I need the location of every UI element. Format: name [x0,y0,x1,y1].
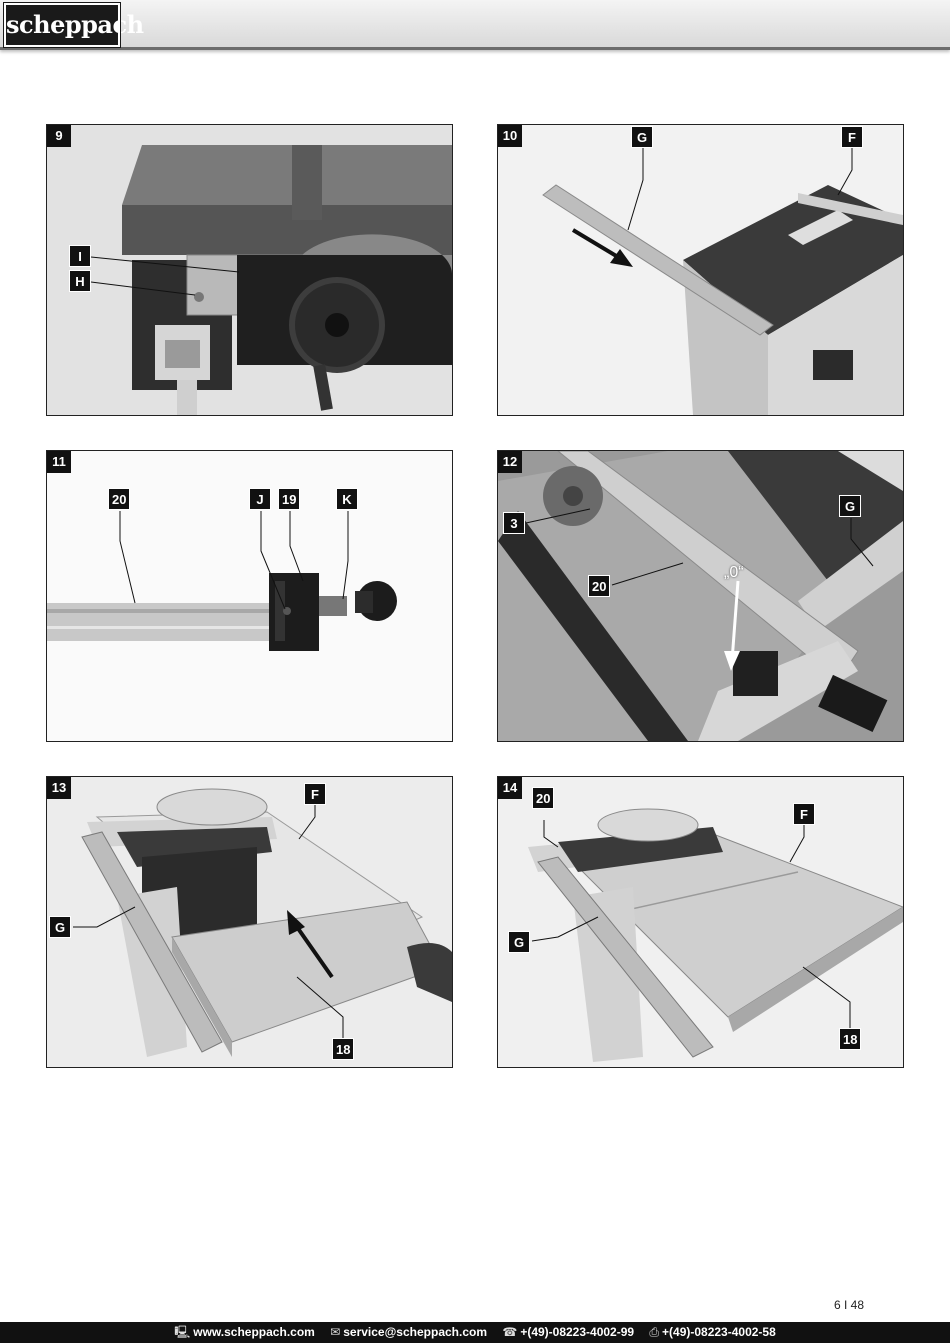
callout-label: G [631,126,653,148]
mail-icon: ✉ [330,1325,341,1339]
figure-number: 10 [498,125,522,147]
footer-fax: ⎙+(49)-08223-4002-58 [649,1325,775,1339]
page-number: 6 I 48 [833,1298,864,1312]
phone-icon: ☎ [502,1325,518,1339]
callout-label: F [793,803,815,825]
footer-fax-text: +(49)-08223-4002-58 [662,1325,776,1339]
figure-14-photo [498,777,903,1067]
callout-label: F [304,783,326,805]
callout-label: G [839,495,861,517]
footer-phone-text: +(49)-08223-4002-99 [520,1325,635,1339]
figure-number: 14 [498,777,522,799]
figure-number: 9 [47,125,71,147]
fax-icon: ⎙ [649,1325,660,1339]
figure-10-photo [498,125,903,415]
callout-label: 18 [332,1038,355,1060]
callout-label: 18 [839,1028,862,1050]
callout-label: I [69,245,91,267]
callout-label: J [249,488,271,510]
footer-website-text: www.scheppach.com [193,1325,315,1339]
scheppach-logo: scheppach [3,2,144,48]
callout-label: F [841,126,863,148]
figure-10: 10 G F [497,124,904,416]
page-header: scheppach [0,0,950,50]
computer-icon: 🖳 [174,1325,191,1339]
footer-website[interactable]: 🖳www.scheppach.com [174,1325,318,1339]
figure-12: 12 3 20 G „0“ [497,450,904,742]
zero-mark-label: „0“ [724,564,744,581]
callout-label: 20 [108,488,131,510]
footer-email-text: service@scheppach.com [343,1325,488,1339]
callout-label: 19 [278,488,301,510]
figure-11: 11 20 J 19 K [46,450,453,742]
figure-9: 9 I H [46,124,453,416]
callout-label: 3 [503,512,525,534]
figure-number: 13 [47,777,71,799]
callout-label: G [49,916,71,938]
figure-13-photo [47,777,452,1067]
figure-14: 14 20 F G 18 [497,776,904,1068]
figure-9-photo [47,125,452,415]
callout-label: G [508,931,530,953]
callout-label: H [69,270,91,292]
figure-number: 12 [498,451,522,473]
page-footer: 🖳www.scheppach.com ✉service@scheppach.co… [0,1322,950,1343]
footer-email[interactable]: ✉service@scheppach.com [330,1325,490,1339]
figure-13: 13 F G 18 [46,776,453,1068]
callout-label: 20 [532,787,555,809]
callout-label: K [336,488,358,510]
figure-number: 11 [47,451,71,473]
footer-phone: ☎+(49)-08223-4002-99 [502,1325,637,1339]
callout-label: 20 [588,575,611,597]
